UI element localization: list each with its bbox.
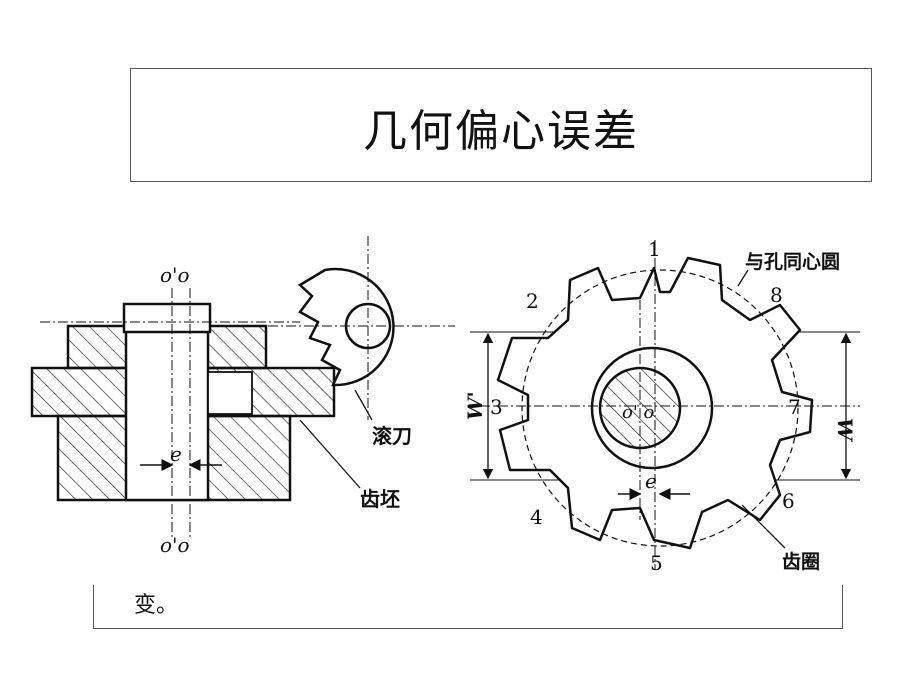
- tooth-number-3: 3: [490, 395, 503, 419]
- footer-box: 变。: [93, 585, 843, 629]
- center-label: o' o: [622, 402, 655, 423]
- concentric-circle: [521, 269, 799, 547]
- left-figure: e o'o o'o 滚刀 齿坯: [30, 236, 455, 557]
- title-box: 几何偏心误差: [130, 68, 872, 182]
- tooth-number-1: 1: [648, 237, 661, 261]
- tooth-number-5: 5: [650, 551, 663, 575]
- right-dim-label: W: [833, 418, 857, 443]
- concentric-circle-label: 与孔同心圆: [745, 251, 840, 273]
- tooth-number-2: 2: [526, 289, 539, 313]
- arbor-cap: [122, 302, 212, 334]
- hob-label: 滚刀: [372, 424, 412, 448]
- ring-gear-label: 齿圈: [782, 551, 820, 573]
- arbor-shaft: [124, 304, 210, 502]
- plate-gap: [207, 371, 253, 415]
- right-eccentricity-label: e: [645, 469, 657, 493]
- blank-label: 齿坯: [360, 487, 400, 511]
- tooth-number-7: 7: [788, 395, 801, 419]
- hob-cutter: [268, 236, 455, 420]
- tooth-number-6: 6: [782, 489, 795, 513]
- left-eccentricity-label: e: [170, 442, 182, 466]
- tooth-number-4: 4: [530, 505, 543, 529]
- left-bottom-axis-label: o'o: [160, 533, 190, 557]
- page-title: 几何偏心误差: [363, 106, 639, 157]
- left-top-axis-label: o'o: [160, 263, 190, 287]
- right-figure: W' W e o' o 1 2 3 4 5 6 7 8 与孔同心圆: [463, 237, 860, 575]
- tooth-number-8: 8: [770, 283, 783, 307]
- footer-text: 变。: [134, 593, 179, 618]
